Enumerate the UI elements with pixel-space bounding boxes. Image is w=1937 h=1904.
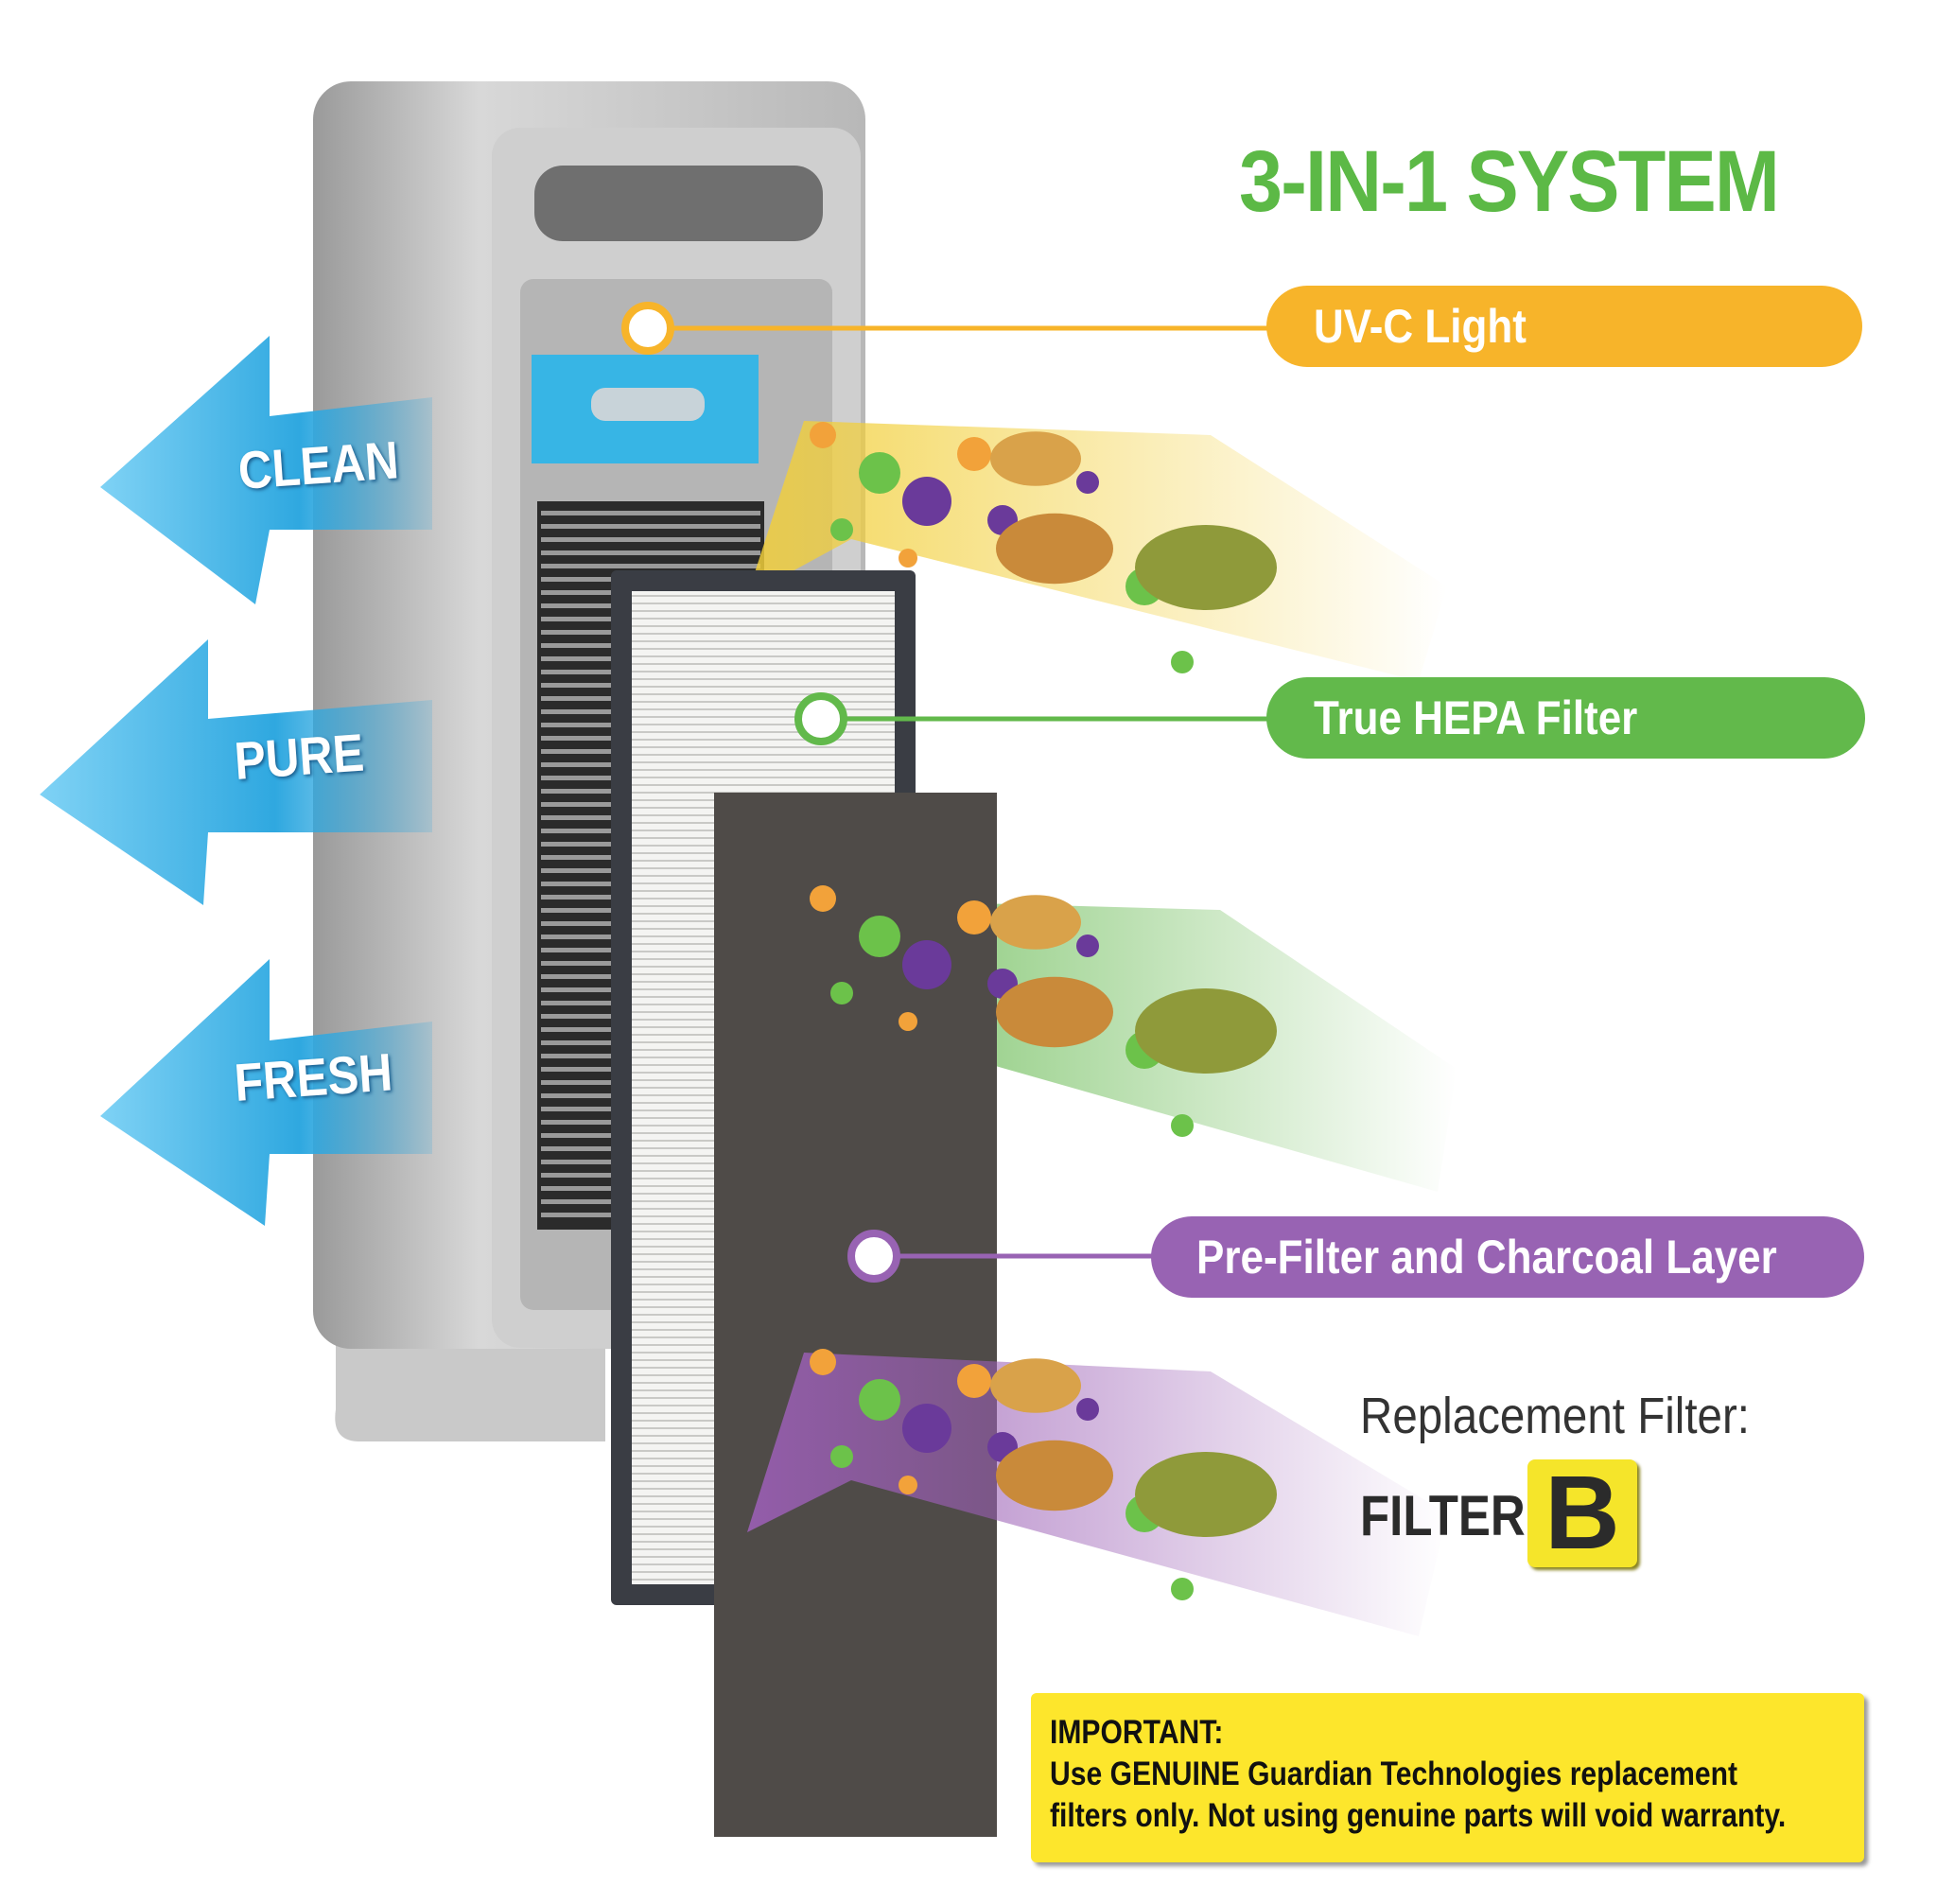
- grille-slat: [541, 537, 760, 542]
- replacement-filter-label: Replacement Filter:: [1360, 1388, 1751, 1444]
- particle: [957, 437, 991, 471]
- particle: [1076, 1398, 1099, 1421]
- filter-label: FILTER: [1360, 1484, 1526, 1547]
- particle: [859, 452, 900, 494]
- particle: [1076, 471, 1099, 494]
- callout-hepa-filter: True HEPA Filter: [1266, 677, 1865, 759]
- particle: [859, 916, 900, 957]
- particle: [810, 1349, 836, 1375]
- notice-line-2: filters only. Not using genuine parts wi…: [1050, 1797, 1787, 1834]
- allergen-image: [996, 513, 1113, 585]
- allergen-image: [1135, 988, 1277, 1074]
- allergen-image: [990, 431, 1081, 486]
- arrow-pure: [40, 639, 432, 905]
- particle: [830, 518, 853, 541]
- allergen-image: [1135, 525, 1277, 610]
- grille-slat: [541, 550, 760, 555]
- charcoal-filter: [714, 793, 997, 1837]
- page-title: 3-IN-1 SYSTEM: [1239, 133, 1780, 230]
- grille-slat: [541, 564, 760, 568]
- notice-line-1: Use GENUINE Guardian Technologies replac…: [1050, 1756, 1738, 1792]
- particle: [830, 1445, 853, 1468]
- particle: [899, 1012, 917, 1031]
- particles: [810, 422, 1277, 1600]
- arrow-label-clean: CLEAN: [236, 429, 401, 500]
- particle: [1171, 1578, 1194, 1600]
- particle: [830, 982, 853, 1004]
- particle: [1171, 651, 1194, 673]
- particle: [810, 885, 836, 912]
- grille-slat: [541, 511, 760, 515]
- allergen-image: [990, 895, 1081, 950]
- particle: [859, 1379, 900, 1421]
- top-handle: [534, 166, 823, 241]
- particle: [957, 1364, 991, 1398]
- arrow-label-pure: PURE: [232, 722, 366, 791]
- particle: [810, 422, 836, 448]
- filter-code-badge: B: [1527, 1459, 1637, 1567]
- particle: [902, 940, 951, 989]
- arrow-label-fresh: FRESH: [232, 1041, 394, 1112]
- particle: [957, 900, 991, 935]
- allergen-image: [996, 1440, 1113, 1511]
- prefilter-marker: [847, 1230, 900, 1283]
- allergen-image: [1135, 1452, 1277, 1537]
- notice-heading: IMPORTANT:: [1050, 1714, 1224, 1751]
- callout-uv-c-light: UV-C Light: [1266, 286, 1862, 367]
- particle: [899, 549, 917, 568]
- allergen-image: [990, 1358, 1081, 1413]
- arrow-clean: [100, 336, 432, 604]
- particle: [1076, 935, 1099, 957]
- callout-prefilter-charcoal: Pre-Filter and Charcoal Layer: [1151, 1216, 1864, 1298]
- particle: [902, 477, 951, 526]
- uv-marker: [621, 302, 674, 355]
- allergen-image: [996, 976, 1113, 1048]
- important-notice: IMPORTANT: Use GENUINE Guardian Technolo…: [1031, 1693, 1864, 1862]
- grille-slat: [541, 524, 760, 529]
- hepa-marker: [794, 692, 847, 745]
- particle: [899, 1476, 917, 1494]
- particle: [902, 1404, 951, 1453]
- arrow-fresh: [100, 959, 432, 1226]
- particle: [1171, 1114, 1194, 1137]
